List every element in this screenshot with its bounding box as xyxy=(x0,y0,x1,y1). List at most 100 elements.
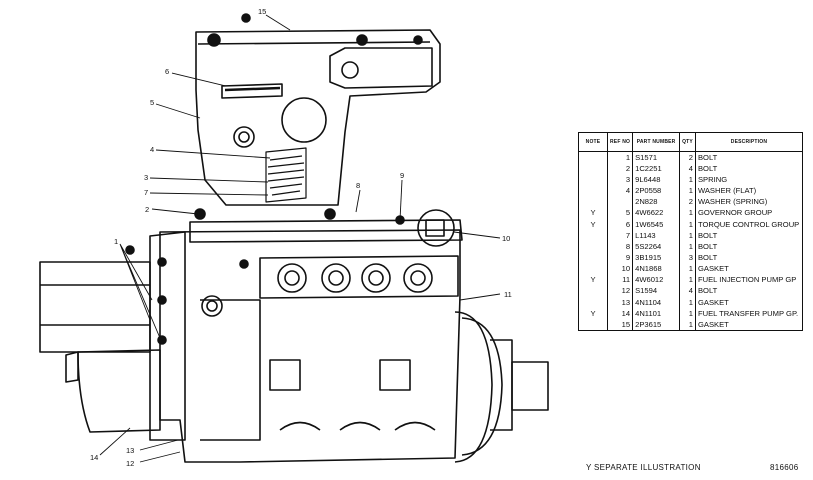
qty-cell: 2 xyxy=(679,151,696,164)
callout-10: 10 xyxy=(502,234,510,243)
qty-cell: 1 xyxy=(679,218,696,230)
description-cell: BOLT xyxy=(694,241,804,253)
note-cell xyxy=(578,319,608,332)
part-number-cell: 2P3615 xyxy=(632,319,681,332)
ref-no-cell: 7 xyxy=(606,229,634,242)
qty-cell: 1 xyxy=(679,185,696,197)
callout-9: 9 xyxy=(400,171,404,180)
description-cell: BOLT xyxy=(694,151,804,164)
qty-cell: 1 xyxy=(679,241,696,253)
callout-6: 6 xyxy=(165,67,169,76)
part-number-cell: 9L6448 xyxy=(632,174,681,186)
description-cell: BOLT xyxy=(694,285,804,297)
qty-cell: 4 xyxy=(679,285,696,297)
description-cell: TORQUE CONTROL GROUP xyxy=(694,218,804,230)
callout-4: 4 xyxy=(150,145,154,154)
ref-no-cell: 9 xyxy=(606,252,634,264)
description-cell: WASHER (SPRING) xyxy=(694,196,804,208)
ref-no-cell xyxy=(606,196,634,208)
header-qty: QTY xyxy=(679,132,696,152)
qty-cell: 1 xyxy=(679,274,696,286)
callout-13: 13 xyxy=(126,446,134,455)
part-number-cell: 4N1101 xyxy=(632,307,681,320)
note-cell xyxy=(578,185,608,197)
callout-14: 14 xyxy=(90,453,98,462)
callout-2: 2 xyxy=(145,205,149,214)
note-cell xyxy=(578,241,608,253)
note-cell xyxy=(578,263,608,275)
note-cell xyxy=(578,296,608,308)
part-number-cell: 1C2251 xyxy=(632,163,681,175)
governor-spring xyxy=(265,147,307,203)
note-cell xyxy=(578,174,608,186)
callout-7: 7 xyxy=(144,188,148,197)
ref-no-cell: 12 xyxy=(606,285,634,297)
ref-no-cell: 6 xyxy=(606,218,634,230)
separate-illustration-legend: Y SEPARATE ILLUSTRATION xyxy=(586,463,701,472)
description-cell: GASKET xyxy=(694,296,804,308)
note-cell: Y xyxy=(578,218,608,230)
ref-no-cell: 14 xyxy=(606,307,634,320)
description-cell: GASKET xyxy=(694,319,804,332)
part-number-cell: 2P0558 xyxy=(632,185,681,197)
callout-12: 12 xyxy=(126,459,134,468)
ref-no-cell: 3 xyxy=(606,174,634,186)
qty-cell: 4 xyxy=(679,163,696,175)
governor-housing xyxy=(195,13,441,206)
description-cell: BOLT xyxy=(694,229,804,242)
leader-lines xyxy=(99,14,501,463)
callout-15: 15 xyxy=(258,7,266,16)
description-cell: BOLT xyxy=(694,163,804,175)
qty-cell: 1 xyxy=(679,319,696,332)
description-cell: WASHER (FLAT) xyxy=(694,185,804,197)
part-number-cell: 1W6545 xyxy=(632,218,681,230)
part-number-cell: 4N1868 xyxy=(632,263,681,275)
callout-5: 5 xyxy=(150,98,154,107)
header-note: NOTE xyxy=(578,132,608,152)
note-cell xyxy=(578,252,608,264)
pump-illustration: 15 6 5 4 3 7 2 8 9 10 1 11 14 13 12 xyxy=(39,7,549,468)
ref-no-cell: 10 xyxy=(606,263,634,275)
ref-no-cell: 11 xyxy=(606,274,634,286)
note-cell: Y xyxy=(578,207,608,219)
qty-cell: 1 xyxy=(679,307,696,320)
note-cell xyxy=(578,196,608,208)
qty-cell: 1 xyxy=(679,263,696,275)
note-cell xyxy=(578,163,608,175)
header-description: DESCRIPTION xyxy=(694,132,804,152)
callout-labels: 15 6 5 4 3 7 2 8 9 10 1 11 14 13 12 xyxy=(90,7,512,468)
part-number-cell: 4W6622 xyxy=(632,207,681,219)
part-number-cell: 2N828 xyxy=(632,196,681,208)
qty-cell: 2 xyxy=(679,196,696,208)
qty-cell: 3 xyxy=(679,252,696,264)
part-number-cell: S1594 xyxy=(632,285,681,297)
description-cell: GOVERNOR GROUP xyxy=(694,207,804,219)
note-cell: Y xyxy=(578,274,608,286)
qty-cell: 1 xyxy=(679,296,696,308)
header-ref-no: REF NO xyxy=(606,132,634,152)
ref-no-cell: 15 xyxy=(606,319,634,332)
parts-list-table: NOTE REF NO PART NUMBER QTY DESCRIPTION … xyxy=(578,132,804,332)
part-number-cell: 5S2264 xyxy=(632,241,681,253)
note-cell xyxy=(578,151,608,164)
note-cell: Y xyxy=(578,307,608,320)
transfer-pump xyxy=(65,349,161,433)
parts-table-header: NOTE REF NO PART NUMBER QTY DESCRIPTION xyxy=(578,132,804,152)
torque-control xyxy=(417,209,455,247)
